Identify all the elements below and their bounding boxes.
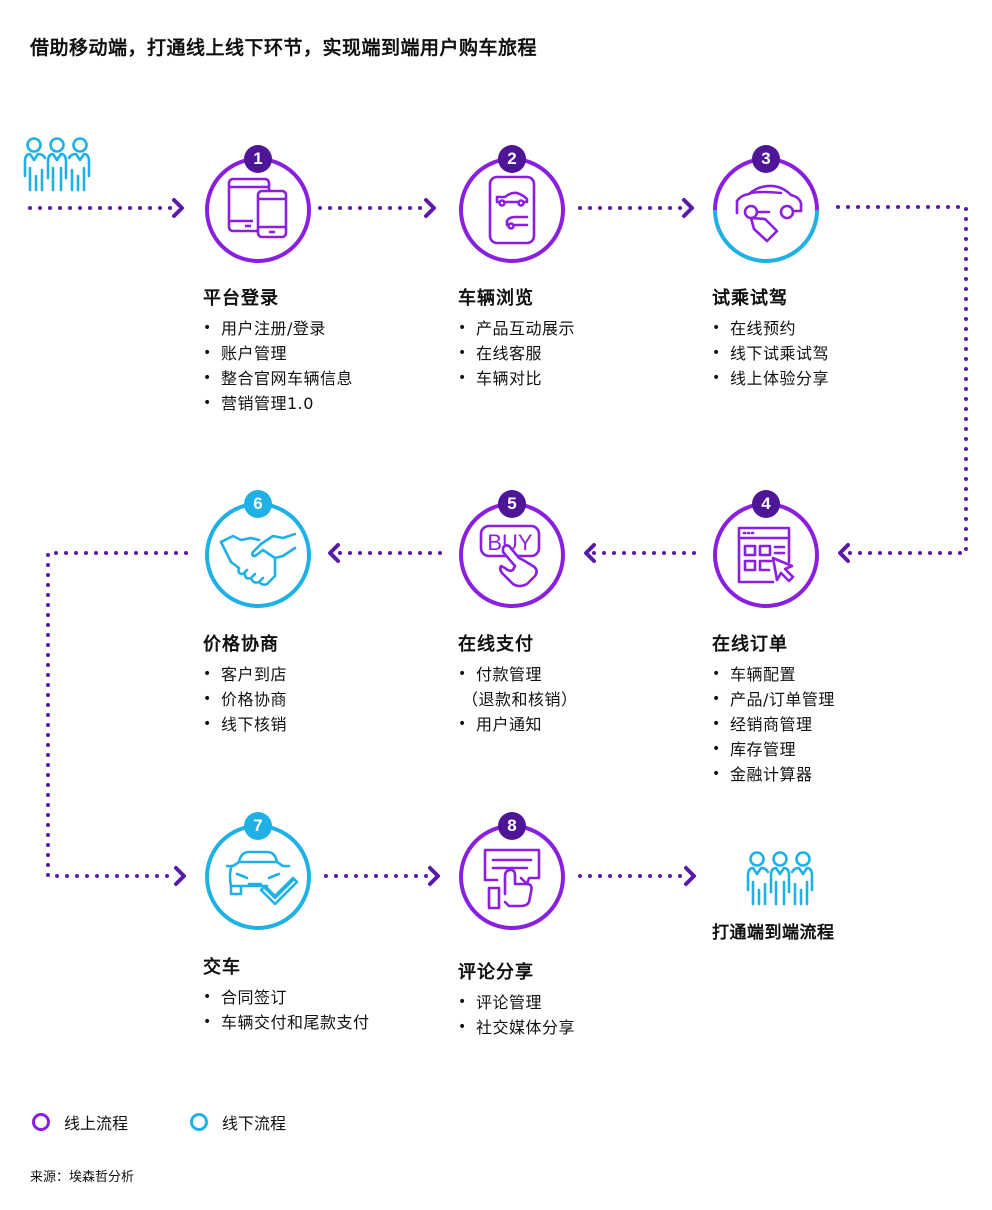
- step-3-number-badge: 3: [752, 145, 780, 173]
- list-item: 在线客服: [458, 341, 698, 366]
- arrowhead-left: [838, 543, 850, 563]
- buy-button-icon: BUY: [479, 524, 541, 588]
- arrowhead-right: [172, 198, 184, 218]
- list-item: 在线预约: [712, 316, 952, 341]
- list-item: 营销管理1.0: [203, 391, 443, 416]
- list-item: 用户通知: [458, 712, 698, 737]
- step-7-number-badge: 7: [244, 812, 272, 840]
- step-6-text: 价格协商 客户到店 价格协商 线下核销: [203, 630, 443, 737]
- step-1-number-badge: 1: [244, 145, 272, 173]
- offline-ring-icon: [190, 1113, 208, 1131]
- step-4-title: 在线订单: [712, 634, 788, 655]
- step-8-list: 评论管理 社交媒体分享: [458, 990, 698, 1040]
- step-1-list: 用户注册/登录 账户管理 整合官网车辆信息 营销管理1.0: [203, 316, 443, 416]
- step-7-title: 交车: [203, 957, 241, 978]
- step-7-ring: [205, 824, 311, 930]
- list-item: 线下试乘试驾: [712, 341, 952, 366]
- list-item: 评论管理: [458, 990, 698, 1015]
- list-item: 车辆对比: [458, 366, 698, 391]
- arrowhead-right: [684, 866, 696, 886]
- people-group-icon: [23, 137, 91, 192]
- step-4-text: 在线订单 车辆配置 产品/订单管理 经销商管理 库存管理 金融计算器: [712, 630, 952, 787]
- step-5-text: 在线支付 付款管理 （退款和核销） 用户通知: [458, 630, 698, 737]
- arrowhead-right: [174, 866, 186, 886]
- step-6-list: 客户到店 价格协商 线下核销: [203, 662, 443, 737]
- arrowhead-right: [428, 866, 440, 886]
- phone-car-browse-icon: [488, 175, 536, 245]
- list-item: 经销商管理: [712, 712, 952, 737]
- step-4-list: 车辆配置 产品/订单管理 经销商管理 库存管理 金融计算器: [712, 662, 952, 787]
- legend-online: 线上流程: [32, 1110, 128, 1134]
- list-item: 产品/订单管理: [712, 687, 952, 712]
- step-1-node: 1: [203, 145, 313, 265]
- arrowhead-left: [584, 543, 596, 563]
- list-item: 车辆交付和尾款支付: [203, 1010, 443, 1035]
- source-note: 来源：埃森哲分析: [30, 1170, 135, 1185]
- step-1-text: 平台登录 用户注册/登录 账户管理 整合官网车辆信息 营销管理1.0: [203, 284, 443, 416]
- devices-icon: [227, 177, 288, 239]
- people-group-icon: [746, 851, 814, 906]
- list-item: 合同签订: [203, 985, 443, 1010]
- step-4-number-badge: 4: [752, 490, 780, 518]
- web-order-icon: [737, 526, 795, 584]
- step-7-list: 合同签订 车辆交付和尾款支付: [203, 985, 443, 1035]
- step-3-title: 试乘试驾: [712, 288, 788, 309]
- step-2-list: 产品互动展示 在线客服 车辆对比: [458, 316, 698, 391]
- legend-online-label: 线上流程: [64, 1114, 129, 1133]
- list-item: 库存管理: [712, 737, 952, 762]
- step-5-list: 付款管理 （退款和核销） 用户通知: [458, 662, 698, 737]
- list-item: 用户注册/登录: [203, 316, 443, 341]
- arrowhead-right: [682, 198, 694, 218]
- step-5-number-badge: 5: [498, 490, 526, 518]
- list-item: 整合官网车辆信息: [203, 366, 443, 391]
- step-1-title: 平台登录: [203, 288, 279, 309]
- step-7-node: 7: [203, 812, 313, 932]
- step-7-text: 交车 合同签订 车辆交付和尾款支付: [203, 953, 443, 1035]
- car-tag-icon: [735, 184, 803, 243]
- connector-3-to-4: [836, 205, 968, 555]
- step-4-node: 4: [711, 490, 821, 610]
- step-6-node: 6: [203, 490, 313, 610]
- arrowhead-left: [328, 543, 340, 563]
- list-item: 车辆配置: [712, 662, 952, 687]
- page-title: 借助移动端，打通线上线下环节，实现端到端用户购车旅程: [30, 37, 538, 59]
- list-item-continuation: （退款和核销）: [462, 690, 578, 709]
- list-item: 金融计算器: [712, 762, 952, 787]
- step-6-number-badge: 6: [244, 490, 272, 518]
- step-3-ring: [713, 157, 819, 263]
- list-item: 付款管理: [458, 662, 698, 687]
- handshake-icon: [219, 532, 297, 586]
- end-label: 打通端到端流程: [712, 923, 835, 943]
- step-8-title: 评论分享: [458, 962, 534, 983]
- arrowhead-right: [424, 198, 436, 218]
- step-6-title: 价格协商: [203, 634, 279, 655]
- step-8-node: 8: [457, 812, 567, 932]
- list-item: 客户到店: [203, 662, 443, 687]
- list-item: 账户管理: [203, 341, 443, 366]
- step-5-node: BUY 5: [457, 490, 567, 610]
- step-2-text: 车辆浏览 产品互动展示 在线客服 车辆对比: [458, 284, 698, 391]
- step-5-ring: BUY: [459, 502, 565, 608]
- step-2-title: 车辆浏览: [458, 288, 534, 309]
- car-check-icon: [225, 850, 299, 906]
- legend-offline: 线下流程: [190, 1110, 286, 1134]
- step-8-number-badge: 8: [498, 812, 526, 840]
- online-ring-icon: [32, 1113, 50, 1131]
- step-3-node: 3: [711, 145, 821, 265]
- step-3-list: 在线预约 线下试乘试驾 线上体验分享: [712, 316, 952, 391]
- list-item: 线上体验分享: [712, 366, 952, 391]
- list-item: 社交媒体分享: [458, 1015, 698, 1040]
- step-5-title: 在线支付: [458, 634, 534, 655]
- thumbs-up-review-icon: [483, 848, 541, 910]
- connector-6-to-7: [46, 551, 188, 878]
- step-2-number-badge: 2: [498, 145, 526, 173]
- step-3-text: 试乘试驾 在线预约 线下试乘试驾 线上体验分享: [712, 284, 952, 391]
- list-item: 价格协商: [203, 687, 443, 712]
- legend-offline-label: 线下流程: [222, 1114, 287, 1133]
- list-item: 产品互动展示: [458, 316, 698, 341]
- step-2-node: 2: [457, 145, 567, 265]
- step-8-text: 评论分享 评论管理 社交媒体分享: [458, 958, 698, 1040]
- list-item: 线下核销: [203, 712, 443, 737]
- step-1-ring: [205, 157, 311, 263]
